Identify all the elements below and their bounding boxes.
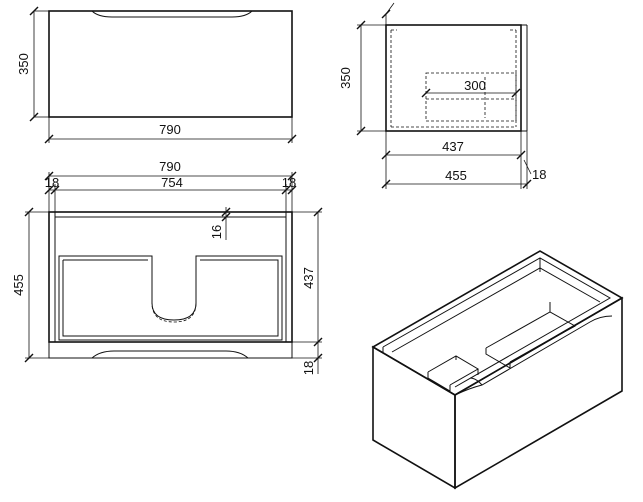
top-view-front-panel — [48, 342, 293, 359]
iso-handle-groove — [454, 315, 613, 396]
front-view-height-label: 350 — [16, 53, 31, 75]
iso-cabinet-left-side — [372, 345, 456, 490]
top-view-outline — [48, 211, 293, 343]
top-view-depth-inner-label: 437 — [301, 267, 316, 289]
top-view-depth-total-label: 455 — [11, 274, 26, 296]
top-view-overall-width-label: 790 — [159, 159, 181, 174]
side-view-outline — [385, 24, 522, 132]
front-view-width-label: 790 — [159, 122, 181, 137]
isometric-view — [371, 250, 624, 490]
side-view-height-label: 350 — [338, 67, 353, 89]
side-view-inner-width-label: 300 — [464, 78, 486, 93]
side-view-depth-inner-label: 437 — [442, 139, 464, 154]
top-view: 790 754 18 18 16 455 437 18 — [11, 159, 323, 375]
iso-cabinet-front — [454, 296, 623, 490]
iso-cabinet-top-rim — [371, 250, 624, 396]
top-view-right-wall-label: 18 — [282, 175, 296, 190]
top-view-left-wall-label: 18 — [45, 175, 59, 190]
top-view-drawer-outline — [58, 255, 283, 341]
front-view: 350 790 — [16, 6, 297, 144]
side-view: 300 350 437 455 18 — [338, 2, 546, 189]
top-view-back-gap-label: 16 — [209, 225, 224, 239]
front-view-outline — [48, 10, 293, 118]
top-view-inner-width-label: 754 — [161, 175, 183, 190]
side-view-front-thickness-label: 18 — [532, 167, 546, 182]
side-view-depth-total-label: 455 — [445, 168, 467, 183]
front-view-handle-groove — [91, 10, 253, 18]
top-view-front-thickness-label: 18 — [301, 361, 316, 375]
